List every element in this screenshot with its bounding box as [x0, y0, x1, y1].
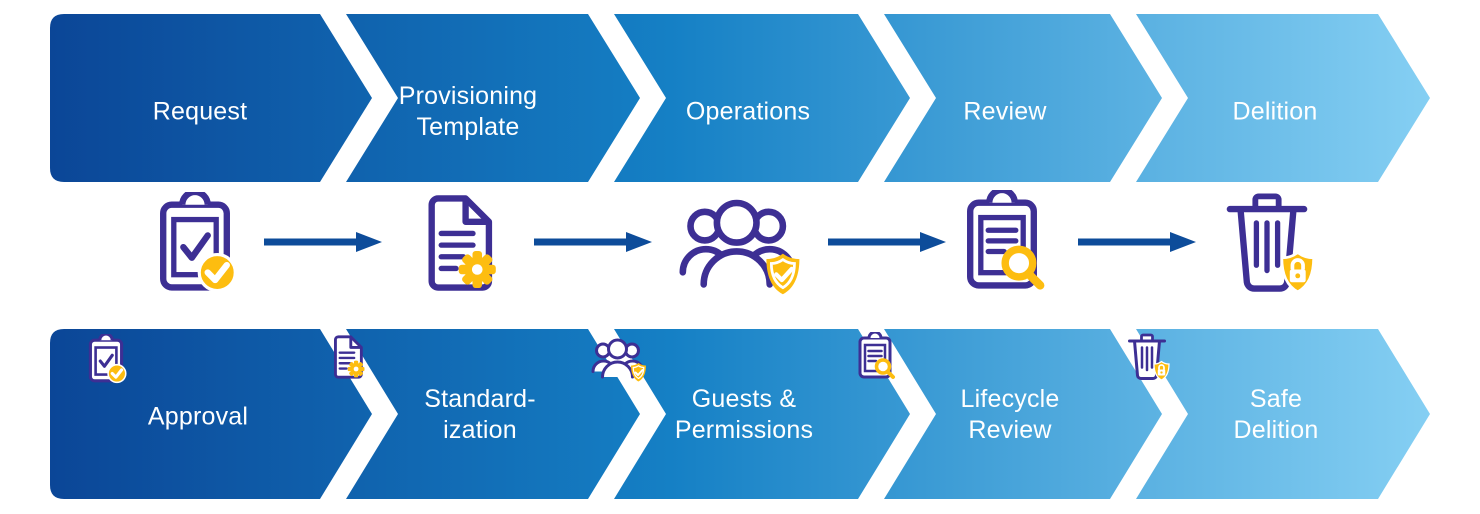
chevron-segment-safe-delition [1136, 329, 1430, 499]
chevron-segment-operations [614, 14, 910, 182]
trash-lock-icon [1207, 190, 1327, 296]
arrow-right-icon [532, 229, 654, 255]
chevron-segment-provisioning-template [346, 14, 640, 182]
trash-lock-icon [1122, 332, 1172, 382]
top-step-label-request: Request [152, 97, 248, 126]
clipboard-approved-icon [78, 334, 134, 386]
chevron-segment-delition [1136, 14, 1430, 182]
document-gear-icon [320, 333, 372, 381]
bottom-step-label-guests-permissions: Guests & Permissions [674, 385, 814, 444]
top-process-band [50, 14, 1430, 182]
bottom-step-label-standardization: Standard- ization [424, 385, 536, 444]
arrow-right-icon [262, 229, 384, 255]
chevron-segment-guests-permissions [614, 329, 910, 499]
people-shield-icon [590, 335, 648, 385]
bottom-step-label-safe-delition: Safe Delition [1233, 385, 1319, 444]
top-step-label-provisioning-template: Provisioning Template [398, 82, 538, 141]
bottom-step-label-approval: Approval [147, 402, 249, 431]
people-shield-icon [678, 192, 802, 302]
bottom-step-label-lifecycle-review: Lifecycle Review [960, 385, 1060, 444]
clipboard-magnifier-icon [850, 332, 900, 382]
chevron-segment-standardization [346, 329, 640, 499]
document-gear-icon [395, 190, 515, 296]
top-step-label-operations: Operations [685, 97, 811, 126]
arrow-right-icon [826, 229, 948, 255]
clipboard-magnifier-icon [942, 190, 1062, 296]
chevron-segment-review [884, 14, 1162, 182]
top-step-label-delition: Delition [1232, 97, 1318, 126]
bottom-process-band [50, 329, 1430, 499]
top-step-label-review: Review [963, 97, 1047, 126]
chevron-segment-lifecycle-review [884, 329, 1162, 499]
arrow-right-icon [1076, 229, 1198, 255]
chevron-segment-approval [50, 329, 372, 499]
clipboard-approved-icon [135, 192, 255, 298]
chevron-segment-request [50, 14, 372, 182]
